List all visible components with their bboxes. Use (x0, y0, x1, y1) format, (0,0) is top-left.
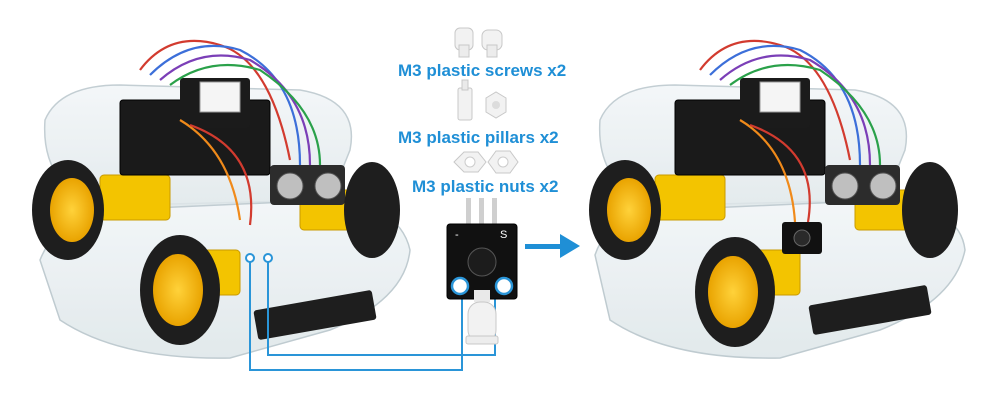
screw-icon (454, 27, 503, 58)
pin-s-label: S (500, 229, 507, 241)
right-arrow-icon (525, 234, 580, 258)
robot-car-after (589, 39, 966, 359)
pillars-label: M3 plastic pillars x2 (398, 128, 559, 147)
robot-car-before (32, 39, 411, 359)
wheel-right (902, 162, 958, 258)
screws-label: M3 plastic screws x2 (398, 61, 567, 80)
ir-receiver-module (446, 198, 518, 345)
hex-nut-icon (453, 150, 519, 174)
wheel-rear-left (140, 235, 220, 345)
wheel-right (344, 162, 400, 258)
pin-minus-label: - (455, 229, 459, 241)
wheel-front-left (589, 160, 661, 260)
nuts-label: M3 plastic nuts x2 (412, 177, 559, 196)
wheel-rear-left (695, 237, 775, 347)
wheel-front-left (32, 160, 104, 260)
pillar-icon (457, 79, 507, 121)
